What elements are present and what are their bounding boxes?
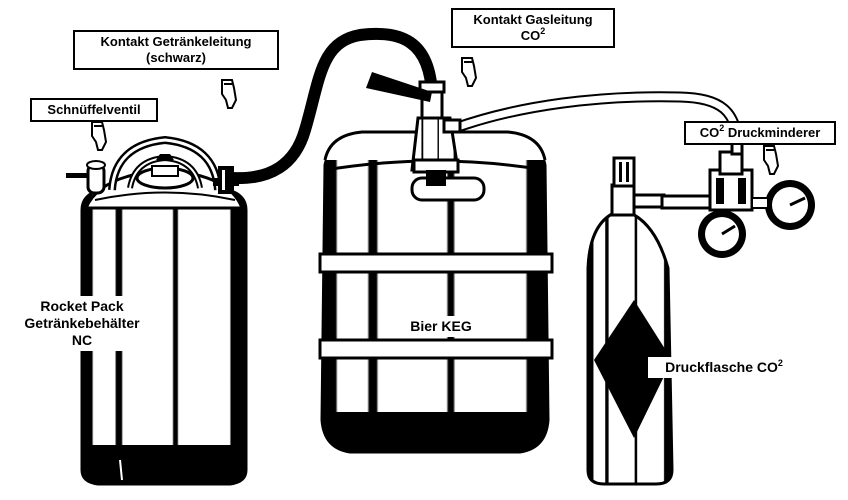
label-druckflasche-co2: Druckflasche CO2 — [648, 357, 800, 378]
label-kontakt-gasleitung: Kontakt Gasleitung CO2 — [451, 8, 615, 48]
beverage-hose — [226, 27, 438, 185]
pointing-hand-icon — [91, 121, 108, 151]
label-kontakt-getraenkeleitung: Kontakt Getränkeleitung (schwarz) — [73, 30, 279, 70]
co2-cylinder — [586, 156, 674, 486]
label-bier-keg: Bier KEG — [393, 316, 489, 337]
label-rocket-pack: Rocket Pack Getränkebehälter NC — [6, 296, 158, 351]
rocket-pack-keg — [66, 135, 248, 486]
pointing-hand-icon — [461, 57, 478, 87]
keg-coupler — [366, 72, 462, 186]
beer-keg — [318, 130, 554, 454]
label-co2-druckminderer: CO2 Druckminderer — [684, 121, 836, 145]
pointing-hand-icon — [763, 145, 780, 175]
label-schnueffelventil: Schnüffelventil — [30, 98, 158, 122]
co2-regulator — [660, 138, 815, 258]
pointing-hand-icon — [221, 79, 238, 109]
